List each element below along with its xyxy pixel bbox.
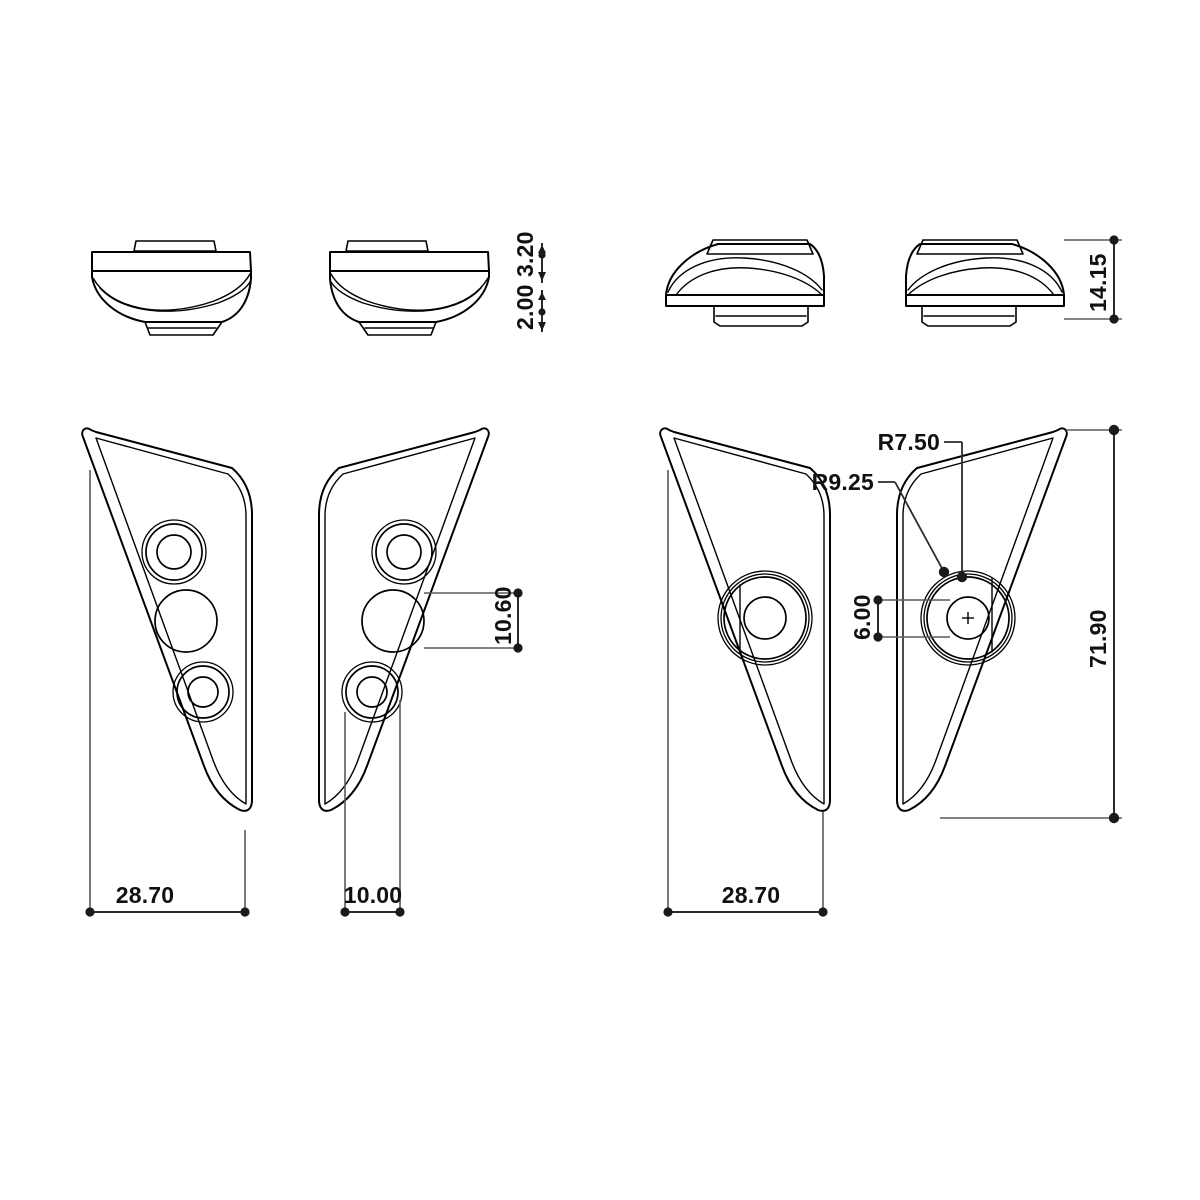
view-plan-three-bosses-a [81, 427, 253, 812]
dimension-height-14-15: 14.15 [1064, 235, 1122, 324]
view-plan-three-bosses-b [318, 427, 490, 812]
dimension-width-28-70-left: 28.70 [85, 470, 250, 917]
view-left-side-elevation-a [91, 240, 252, 336]
dimension-3-20: 3.20 [512, 231, 538, 277]
dimension-boss-6-00: 6.00 [849, 594, 950, 642]
view-plan-single-boss-a [659, 427, 831, 812]
dimension-10-00: 10.00 [344, 882, 403, 908]
leader-r9-25: R9.25 [812, 469, 950, 578]
dimension-2-00: 2.00 [512, 284, 538, 330]
dimension-28-70-right: 28.70 [722, 882, 781, 908]
view-right-side-elevation-a [665, 239, 825, 327]
dimension-10-60: 10.60 [490, 586, 516, 645]
dimension-71-90: 71.90 [1085, 609, 1111, 668]
dimension-6-00: 6.00 [849, 594, 875, 640]
leader-r7-50: R7.50 [878, 429, 968, 583]
dimension-14-15: 14.15 [1085, 253, 1111, 312]
dimension-thickness-group: 3.20 2.00 [512, 231, 546, 332]
dimension-hole-spacing-10-60: 10.60 [424, 586, 523, 653]
dimension-overall-height-71-90: 71.90 [940, 424, 1122, 824]
label-r7-50: R7.50 [878, 429, 940, 455]
view-right-side-elevation-b [905, 239, 1065, 327]
dimension-width-28-70-right: 28.70 [663, 470, 828, 917]
label-r9-25: R9.25 [812, 469, 874, 495]
view-left-side-elevation-b [329, 240, 490, 336]
dimension-offset-10-00: 10.00 [340, 700, 405, 917]
dimension-28-70-left: 28.70 [116, 882, 175, 908]
view-plan-single-boss-b [896, 427, 1068, 812]
